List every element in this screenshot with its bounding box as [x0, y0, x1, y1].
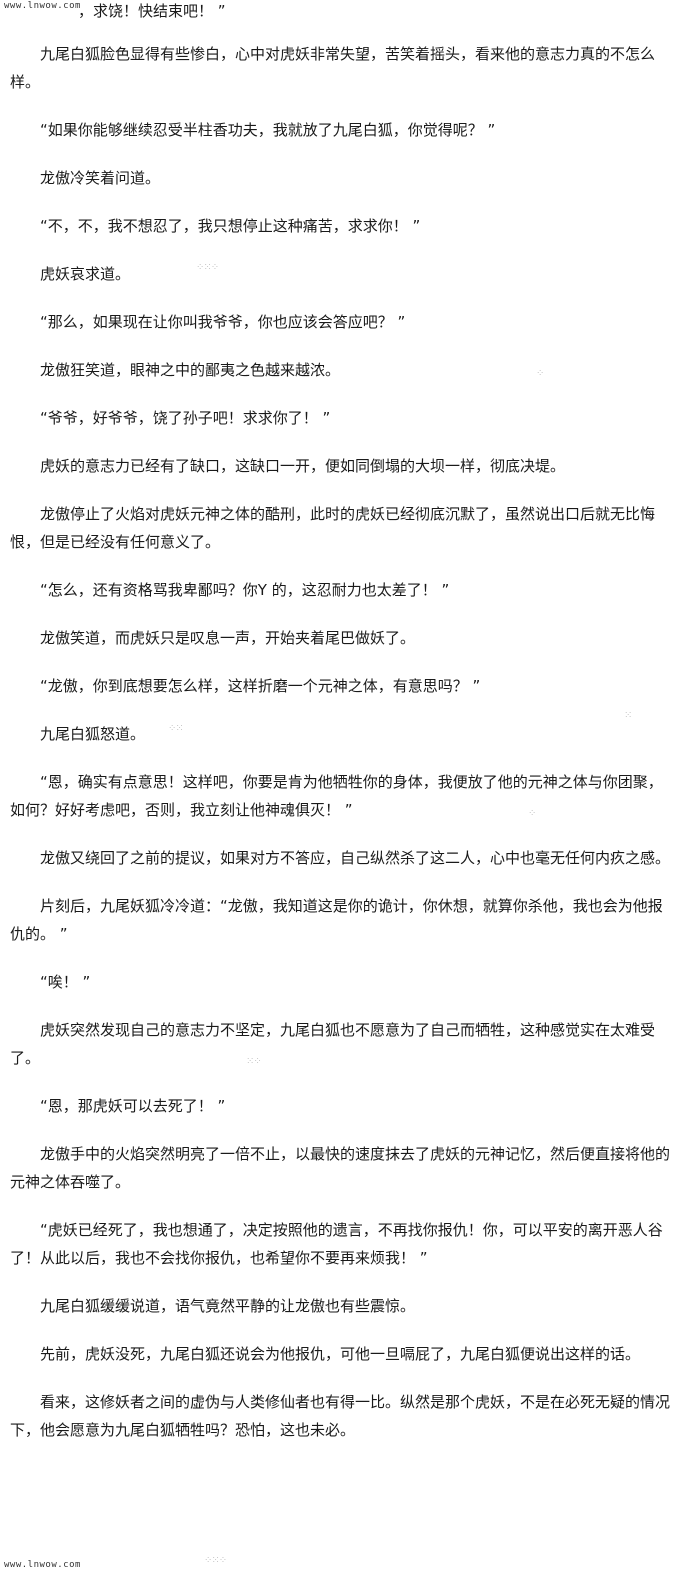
paragraph: “怎么，还有资格骂我卑鄙吗？你Y 的，这忍耐力也太差了！ ”: [40, 581, 450, 599]
watermark-bottom: www.lnwow.com: [4, 1560, 81, 1570]
paragraph: 虎妖哀求道。: [40, 265, 131, 283]
paragraph: 龙傲停止了火焰对虎妖元神之体的酷刑，此时的虎妖已经彻底沉默了，虽然说出口后就无比…: [10, 505, 656, 551]
scan-noise: ⁘⁙: [168, 723, 184, 734]
paragraph: 龙傲狂笑道，眼神之中的鄙夷之色越来越浓。: [40, 361, 341, 379]
article-body: 九尾白狐脸色显得有些惨白，心中对虎妖非常失望，苦笑着摇头，看来他的意志力真的不怎…: [10, 40, 670, 1464]
paragraph: 虎妖的意志力已经有了缺口，这缺口一开，便如同倒塌的大坝一样，彻底决堤。: [40, 457, 566, 475]
paragraph: 九尾白狐怒道。: [40, 725, 146, 743]
paragraph: 龙傲冷笑着问道。: [40, 169, 161, 187]
paragraph: “虎妖已经死了，我也想通了，决定按照他的遗言，不再找你报仇！你，可以平安的离开恶…: [10, 1221, 663, 1267]
scan-noise: ⁘: [536, 368, 544, 379]
paragraph: 片刻后，九尾妖狐冷冷道：“龙傲，我知道这是你的诡计，你休想，就算你杀他，我也会为…: [10, 897, 663, 943]
paragraph: “不，不，我不想忍了，我只想停止这种痛苦，求求你！ ”: [40, 217, 421, 235]
scan-noise: ⁘⁙⁘: [196, 262, 219, 273]
paragraph: 龙傲笑道，而虎妖只是叹息一声，开始夹着尾巴做妖了。: [40, 629, 416, 647]
paragraph: “恩，确实有点意思！这样吧，你要是肯为他牺牲你的身体，我便放了他的元神之体与你团…: [10, 773, 663, 819]
paragraph: “龙傲，你到底想要怎么样，这样折磨一个元神之体，有意思吗？ ”: [40, 677, 481, 695]
top-line-text: ，求饶！快结束吧！ ”: [78, 2, 226, 20]
paragraph: “恩，那虎妖可以去死了！ ”: [40, 1097, 226, 1115]
paragraph: 虎妖突然发现自己的意志力不坚定，九尾白狐也不愿意为了自己而牺牲，这种感觉实在太难…: [10, 1021, 656, 1067]
paragraph: “如果你能够继续忍受半柱香功夫，我就放了九尾白狐，你觉得呢？ ”: [40, 121, 496, 139]
paragraph: “爷爷，好爷爷，饶了孙子吧！求求你了！ ”: [40, 409, 331, 427]
scan-noise: ⁙⁘: [246, 1056, 262, 1067]
paragraph: “唉！ ”: [40, 973, 91, 991]
paragraph: 九尾白狐脸色显得有些惨白，心中对虎妖非常失望，苦笑着摇头，看来他的意志力真的不怎…: [10, 45, 656, 91]
scan-noise: ⁘: [528, 808, 536, 819]
scan-noise: ⁙: [624, 710, 632, 721]
paragraph: “那么，如果现在让你叫我爷爷，你也应该会答应吧？ ”: [40, 313, 406, 331]
paragraph: 先前，虎妖没死，九尾白狐还说会为他报仇，可他一旦嗝屁了，九尾白狐便说出这样的话。: [40, 1345, 641, 1363]
paragraph: 九尾白狐缓缓说道，语气竟然平静的让龙傲也有些震惊。: [40, 1297, 416, 1315]
paragraph: 龙傲又绕回了之前的提议，如果对方不答应，自己纵然杀了这二人，心中也毫无任何内疚之…: [40, 849, 671, 867]
scan-noise: ⁘⁙⁘: [204, 1555, 227, 1566]
paragraph: 看来，这修妖者之间的虚伪与人类修仙者也有得一比。纵然是那个虎妖，不是在必死无疑的…: [10, 1393, 671, 1439]
paragraph: 龙傲手中的火焰突然明亮了一倍不止，以最快的速度抹去了虎妖的元神记忆，然后便直接将…: [10, 1145, 671, 1191]
watermark-top: www.lnwow.com: [4, 1, 81, 11]
scan-noise: ⁘⁙: [316, 1302, 332, 1313]
